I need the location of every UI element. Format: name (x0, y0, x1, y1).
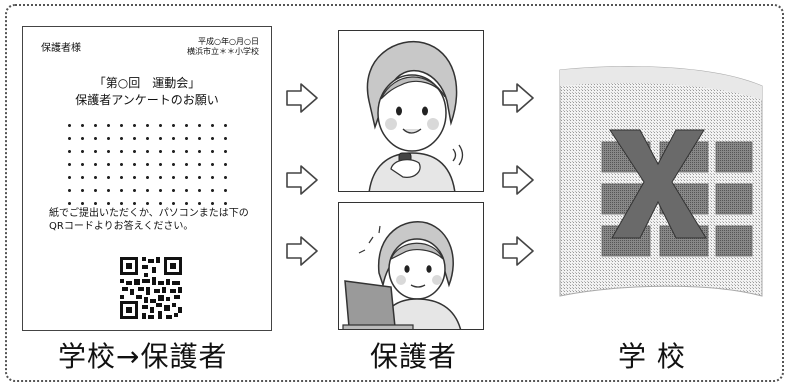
document-school: 横浜市立＊＊小学校 (187, 47, 259, 56)
guardian-smartphone-illustration (338, 30, 484, 192)
guardian-laptop-illustration (338, 202, 484, 330)
survey-document: 保護者様 平成○年○月○日 横浜市立＊＊小学校 「第○回 運動会」 保護者アンケ… (22, 26, 272, 331)
right-arrow-outline-icon (286, 165, 318, 195)
document-date-block: 平成○年○月○日 横浜市立＊＊小学校 (139, 37, 259, 57)
document-title-line-1: 「第○回 運動会」 (93, 76, 201, 90)
label-school: 学 校 (618, 340, 686, 373)
document-date: 平成○年○月○日 (198, 37, 259, 46)
document-message: 紙でご提出いただくか、パソコンまたは下のQRコードよりお答えください。 (49, 208, 249, 232)
right-arrow-outline-icon (502, 83, 534, 113)
right-arrow-outline-icon (502, 165, 534, 195)
qr-code-icon (118, 255, 184, 321)
right-arrow-outline-icon (286, 236, 318, 266)
outer-frame (5, 4, 784, 382)
right-arrow-outline-icon (502, 236, 534, 266)
excel-icon (559, 66, 763, 297)
dotted-text-placeholder (63, 119, 233, 209)
document-title: 「第○回 運動会」 保護者アンケートのお願い (23, 75, 271, 109)
document-title-line-2: 保護者アンケートのお願い (75, 93, 219, 107)
right-arrow-outline-icon (286, 83, 318, 113)
label-school-to-guardian: 学校→保護者 (58, 340, 228, 373)
label-guardian: 保護者 (370, 340, 458, 373)
document-addressee: 保護者様 (41, 43, 81, 54)
